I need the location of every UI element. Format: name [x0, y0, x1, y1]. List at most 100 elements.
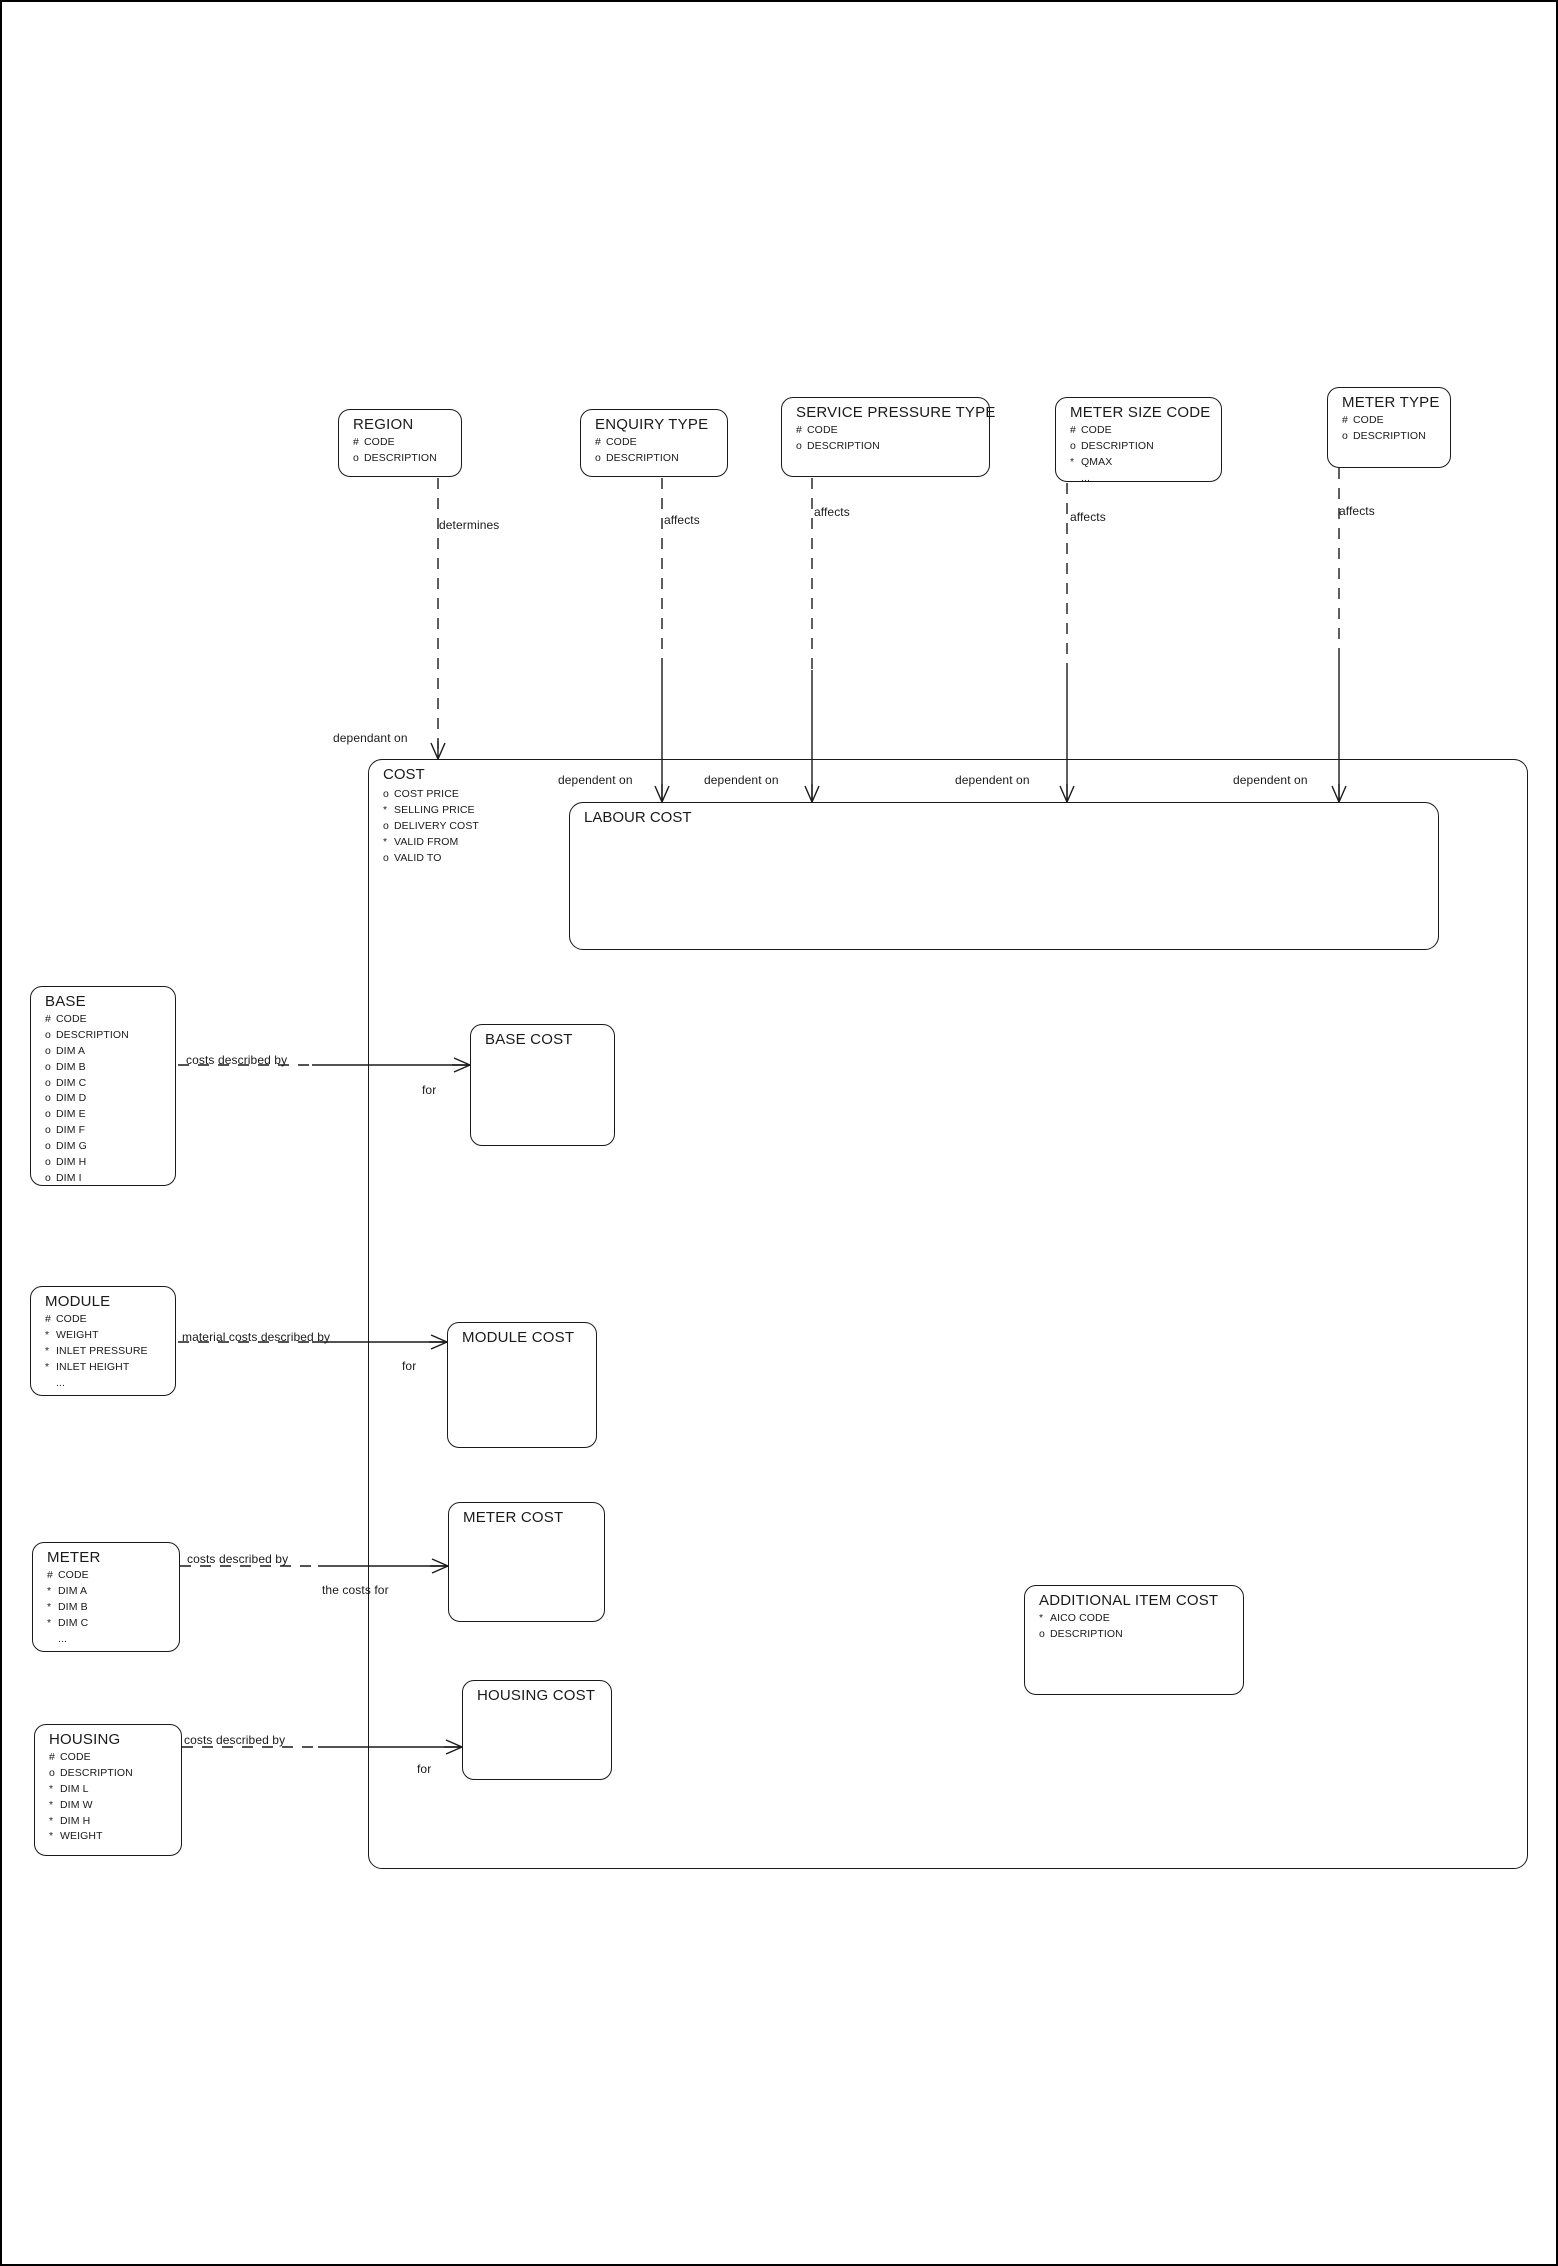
attribute-marker: o — [45, 1172, 51, 1185]
attribute-label: DIM F — [56, 1124, 86, 1137]
attribute-label: INLET PRESSURE — [56, 1344, 148, 1357]
attribute-label: VALID TO — [394, 851, 442, 864]
entity-labour-cost[interactable]: LABOUR COST — [569, 802, 1439, 950]
entity-meter-cost[interactable]: METER COST — [448, 1502, 605, 1622]
attribute-marker: * — [49, 1798, 54, 1811]
attribute-marker: * — [383, 835, 388, 848]
attribute-row: *DIM A — [47, 1584, 169, 1600]
entity-meter-cost-title: METER COST — [463, 1509, 564, 1526]
entity-base-cost[interactable]: BASE COST — [470, 1024, 615, 1146]
attribute-row: * VALID FROM — [383, 835, 479, 851]
attribute-row: # CODE — [595, 435, 717, 451]
attribute-label: DIM E — [56, 1108, 86, 1121]
attribute-label: DIM A — [56, 1044, 86, 1057]
attribute-marker: # — [1342, 413, 1348, 426]
attribute-label: CODE — [606, 435, 637, 448]
crowfoot-module — [429, 1334, 448, 1350]
attribute-marker: o — [45, 1076, 51, 1089]
attribute-marker: # — [595, 435, 601, 448]
crowfoot-metertype — [1331, 784, 1347, 803]
attribute-row: ... — [45, 1376, 165, 1392]
attribute-marker: * — [49, 1814, 54, 1827]
entity-module-cost-title: MODULE COST — [462, 1329, 575, 1346]
attribute-label: QMAX — [1081, 455, 1113, 468]
attribute-label: CODE — [58, 1568, 89, 1581]
attribute-marker: * — [47, 1600, 52, 1613]
entity-base-cost-title: BASE COST — [485, 1031, 573, 1048]
attribute-label: CODE — [1081, 423, 1112, 436]
attribute-row: *AICO CODE — [1039, 1611, 1233, 1627]
relationship-label-meter-costs-described-by: costs described by — [187, 1552, 289, 1566]
entity-labour-cost-title: LABOUR COST — [584, 809, 692, 826]
attribute-marker: # — [49, 1750, 55, 1763]
entity-enquiry-type-title: ENQUIRY TYPE — [595, 416, 709, 433]
relationship-label-affects-metersize: affects — [1070, 510, 1106, 524]
attribute-label: DIM I — [56, 1172, 82, 1185]
attribute-label: ... — [56, 1376, 66, 1389]
relationship-label-dependant-on: dependant on — [333, 731, 408, 745]
relationship-label-housing-costs-described-by: costs described by — [184, 1733, 286, 1747]
attribute-label: DESCRIPTION — [606, 451, 679, 464]
attribute-row: * DIM C — [47, 1616, 169, 1632]
attribute-marker: o — [1342, 429, 1348, 442]
entity-module[interactable]: MODULE #CODE *WEIGHT *INLET PRESSURE *IN… — [30, 1286, 176, 1396]
attribute-label: VALID FROM — [394, 835, 459, 848]
attribute-row: o DIM C — [45, 1076, 165, 1092]
attribute-marker: o — [45, 1124, 51, 1137]
attribute-label: ... — [1081, 471, 1091, 484]
attribute-label: CODE — [56, 1312, 87, 1325]
attribute-label: WEIGHT — [60, 1830, 103, 1843]
attribute-row: *QMAX — [1070, 455, 1211, 471]
attribute-row: o DIM I — [45, 1171, 165, 1187]
attribute-row: #CODE — [45, 1012, 165, 1028]
attribute-marker: o — [45, 1108, 51, 1121]
attribute-row: *INLET HEIGHT — [45, 1360, 165, 1376]
entity-region-title: REGION — [353, 416, 414, 433]
attribute-label: INLET HEIGHT — [56, 1360, 130, 1373]
attribute-marker: * — [47, 1616, 52, 1629]
attribute-label: DESCRIPTION — [807, 439, 880, 452]
entity-meter[interactable]: METER #CODE *DIM A *DIM B *DIM C ... — [32, 1542, 180, 1652]
entity-module-cost[interactable]: MODULE COST — [447, 1322, 597, 1448]
crowfoot-housing — [444, 1739, 463, 1755]
attribute-marker: # — [45, 1312, 51, 1325]
attribute-label: CODE — [364, 435, 395, 448]
attribute-label: DIM D — [56, 1092, 87, 1105]
relationship-label-dependent-on-1: dependent on — [558, 773, 633, 787]
relationship-label-dependent-on-4: dependent on — [1233, 773, 1308, 787]
attribute-marker: * — [49, 1830, 54, 1843]
attribute-label: DIM B — [56, 1060, 86, 1073]
attribute-label: DIM W — [60, 1798, 93, 1811]
attribute-marker: o — [383, 788, 389, 800]
entity-service-pressure-type-title: SERVICE PRESSURE TYPE — [796, 404, 996, 421]
entity-housing-cost[interactable]: HOUSING COST — [462, 1680, 612, 1780]
relationship-label-affects-service: affects — [814, 505, 850, 519]
attribute-label: DELIVERY COST — [394, 819, 479, 832]
attribute-label: AICO CODE — [1050, 1611, 1110, 1624]
attribute-marker: o — [45, 1092, 51, 1105]
attribute-label: DIM C — [56, 1076, 87, 1089]
attribute-label: DIM C — [58, 1616, 89, 1629]
attribute-row: o DIM E — [45, 1107, 165, 1123]
crowfoot-enquiry — [654, 784, 670, 803]
entity-housing-cost-title: HOUSING COST — [477, 1687, 596, 1704]
relationship-label-determines: determines — [439, 518, 500, 532]
attribute-label: DIM A — [58, 1584, 88, 1597]
attribute-row: o VALID TO — [383, 851, 479, 867]
attribute-marker: o — [383, 851, 389, 864]
